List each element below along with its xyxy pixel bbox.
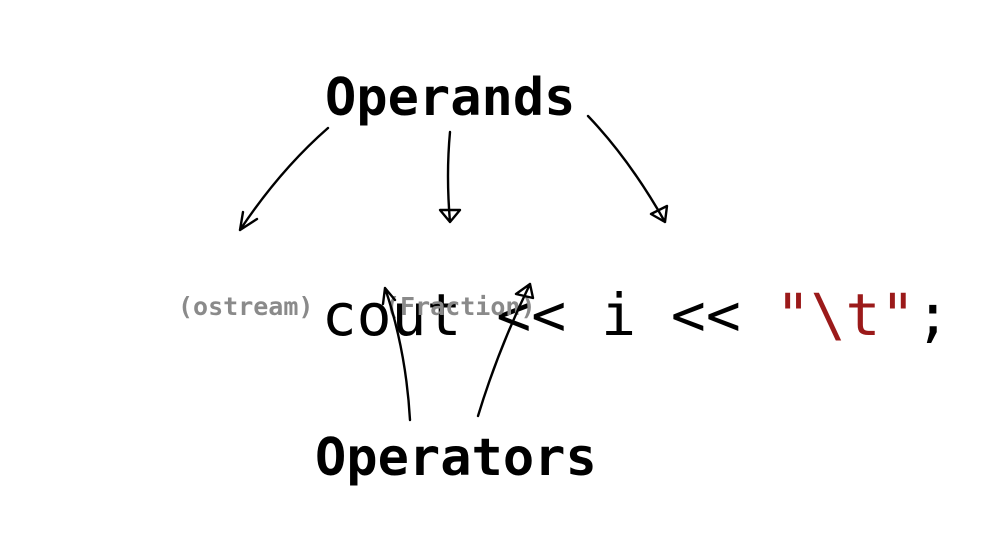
insertion-operator-2: << xyxy=(670,281,741,349)
arrow-operators-to-second-insertion xyxy=(476,282,535,418)
arrow-operands-to-string xyxy=(586,114,669,224)
string-literal-token: "\t" xyxy=(775,281,916,349)
code-line: cout << i << "\t"; xyxy=(182,228,951,402)
semicolon-token: ; xyxy=(915,281,951,349)
fraction-annotation: (Fraction) xyxy=(385,292,536,321)
operands-label: Operands xyxy=(325,68,576,128)
ostream-annotation: (ostream) xyxy=(178,292,314,321)
operators-label: Operators xyxy=(315,428,597,488)
arrow-operands-to-cout xyxy=(238,126,330,232)
arrow-operators-to-first-insertion xyxy=(381,286,412,422)
variable-i-token: i xyxy=(601,281,636,349)
arrow-operands-to-i xyxy=(438,130,462,224)
